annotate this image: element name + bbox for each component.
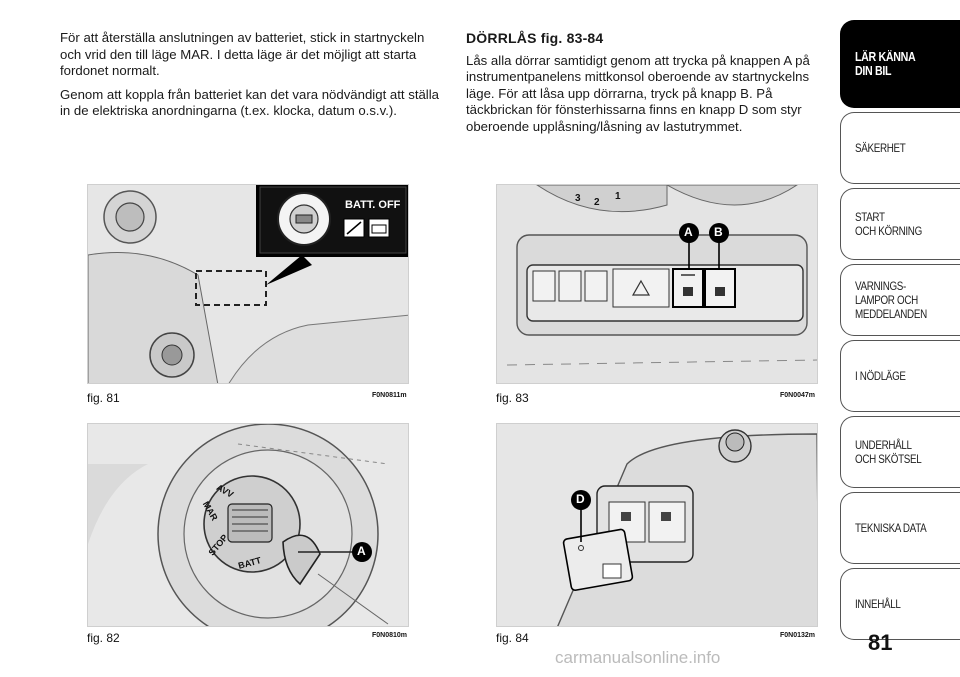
figure-82-label: fig. 82 xyxy=(87,631,120,645)
figure-81-label: fig. 81 xyxy=(87,391,120,405)
page-number: 81 xyxy=(868,630,893,655)
tab-tekniska-data[interactable]: TEKNISKA DATA xyxy=(840,492,960,564)
figure-84-label: fig. 84 xyxy=(496,631,529,645)
chapter-index-sidebar: LÄR KÄNNA DIN BIL SÄKERHET START OCH KÖR… xyxy=(840,20,960,660)
paragraph-reset-devices: Genom att koppla från batteriet kan det … xyxy=(60,86,440,119)
figure-81-image: BATT. OFF xyxy=(87,184,409,384)
watermark-text: carmanualsonline.info xyxy=(555,648,721,667)
tab-sakerhet[interactable]: SÄKERHET xyxy=(840,112,960,184)
tab-i-nodlage[interactable]: I NÖDLÄGE xyxy=(840,340,960,412)
figure-83-image: A B 3 2 1 xyxy=(496,184,818,384)
gauge-number-2: 2 xyxy=(594,197,600,208)
figure-82-code: F0N0810m xyxy=(372,632,408,639)
gauge-number-1: 1 xyxy=(615,191,621,202)
tab-lar-kanna-din-bil[interactable]: LÄR KÄNNA DIN BIL xyxy=(840,20,960,108)
tab-start-och-korning[interactable]: START OCH KÖRNING xyxy=(840,188,960,260)
tab-label: LÄR KÄNNA DIN BIL xyxy=(855,49,916,78)
paragraph-reconnect-battery: För att återställa anslutningen av batte… xyxy=(60,30,425,79)
figure-84-image: D xyxy=(496,423,818,627)
tab-label: START OCH KÖRNING xyxy=(855,210,922,238)
marker-a-fig82: A xyxy=(357,544,366,558)
marker-d-fig84: D xyxy=(576,492,585,506)
figure-84-code: F0N0132m xyxy=(780,632,816,639)
tab-label: TEKNISKA DATA xyxy=(855,521,927,535)
tab-label: UNDERHÅLL OCH SKÖTSEL xyxy=(855,438,922,466)
right-text-column: DÖRRLÅS fig. 83-84 Lås alla dörrar samti… xyxy=(466,30,836,143)
marker-b-fig83: B xyxy=(714,225,723,239)
left-text-column: För att återställa anslutningen av batte… xyxy=(60,30,440,127)
tab-label: SÄKERHET xyxy=(855,141,906,155)
figure-83-label: fig. 83 xyxy=(496,391,529,405)
paragraph-door-locks: Lås alla dörrar samtidigt genom att tryc… xyxy=(466,52,810,134)
tab-underhall-och-skotsel[interactable]: UNDERHÅLL OCH SKÖTSEL xyxy=(840,416,960,488)
tab-label: I NÖDLÄGE xyxy=(855,369,906,383)
figure-82-image: A AVV MAR STOP BATT xyxy=(87,423,409,627)
gauge-number-3: 3 xyxy=(575,193,581,204)
tab-varningslampor[interactable]: VARNINGS- LAMPOR OCH MEDDELANDEN xyxy=(840,264,960,336)
tab-label: VARNINGS- LAMPOR OCH MEDDELANDEN xyxy=(855,279,927,321)
figure-81-code: F0N0811m xyxy=(372,392,407,399)
batt-off-callout: BATT. OFF xyxy=(345,199,401,211)
marker-a-fig83: A xyxy=(684,225,693,239)
tab-label: INNEHÅLL xyxy=(855,597,901,611)
tab-innehall[interactable]: INNEHÅLL xyxy=(840,568,960,640)
figure-83-code: F0N0047m xyxy=(780,392,816,399)
section-heading-door-locks: DÖRRLÅS fig. 83-84 xyxy=(466,30,604,46)
